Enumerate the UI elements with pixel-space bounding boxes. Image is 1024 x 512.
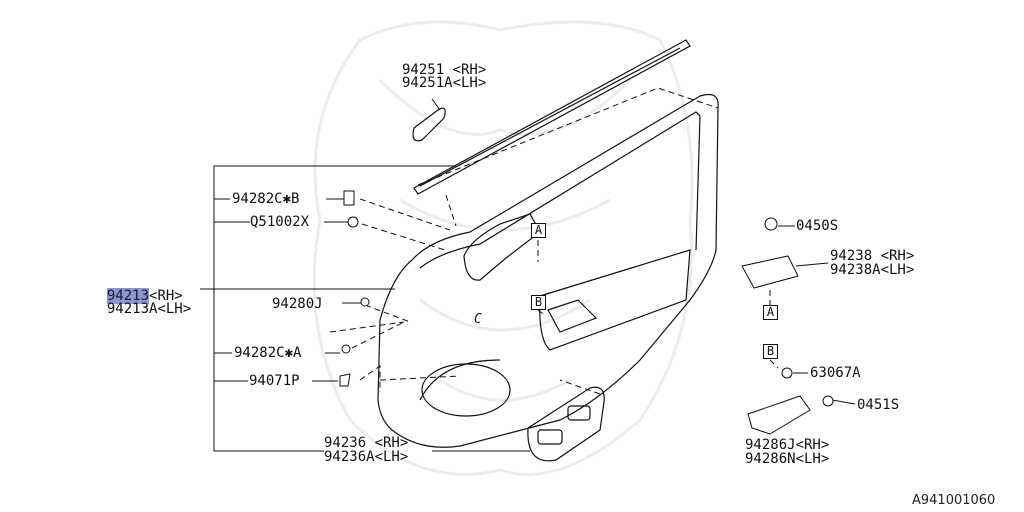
label-63067a: 63067A bbox=[810, 365, 861, 381]
diagram-id: A941001060 bbox=[912, 493, 996, 508]
label-94213a-lh: 94213A<LH> bbox=[106, 301, 192, 317]
door-trim-panel bbox=[377, 93, 719, 448]
switch-panel bbox=[527, 386, 605, 462]
callout-a-panel: A bbox=[531, 223, 546, 238]
weatherstrip bbox=[413, 39, 691, 195]
callout-a-detail: A bbox=[763, 305, 778, 320]
label-94071p: 94071P bbox=[249, 373, 300, 389]
watermark-emblem bbox=[312, 20, 694, 476]
label-94282cb: 94282C✱B bbox=[232, 191, 300, 207]
center-mark: C bbox=[474, 312, 482, 327]
fasteners bbox=[339, 190, 834, 435]
label-94236: 94236 <RH> bbox=[324, 435, 409, 451]
label-94282ca: 94282C✱A bbox=[234, 345, 302, 361]
label-94238a: 94238A<LH> bbox=[830, 262, 915, 278]
callout-b-panel: B bbox=[531, 295, 546, 310]
pull-cup bbox=[412, 107, 446, 142]
label-94280j: 94280J bbox=[272, 296, 323, 312]
label-94213-rh: 94213<RH> bbox=[106, 288, 183, 304]
highlighted-part-number: 94213 bbox=[106, 288, 150, 304]
label-94286j: 94286J<RH> bbox=[745, 437, 830, 453]
label-94251: 94251 <RH> bbox=[402, 62, 487, 78]
label-0450s: 0450S bbox=[796, 218, 839, 234]
bracket-lines bbox=[200, 98, 856, 452]
label-94238: 94238 <RH> bbox=[830, 248, 915, 264]
label-q51002x: Q51002X bbox=[250, 214, 310, 230]
label-94236a: 94236A<LH> bbox=[324, 449, 409, 465]
label-0451s: 0451S bbox=[857, 397, 900, 413]
label-94251a: 94251A<LH> bbox=[402, 75, 487, 91]
label-94286n: 94286N<LH> bbox=[745, 451, 830, 467]
callout-b-detail: B bbox=[763, 344, 778, 359]
